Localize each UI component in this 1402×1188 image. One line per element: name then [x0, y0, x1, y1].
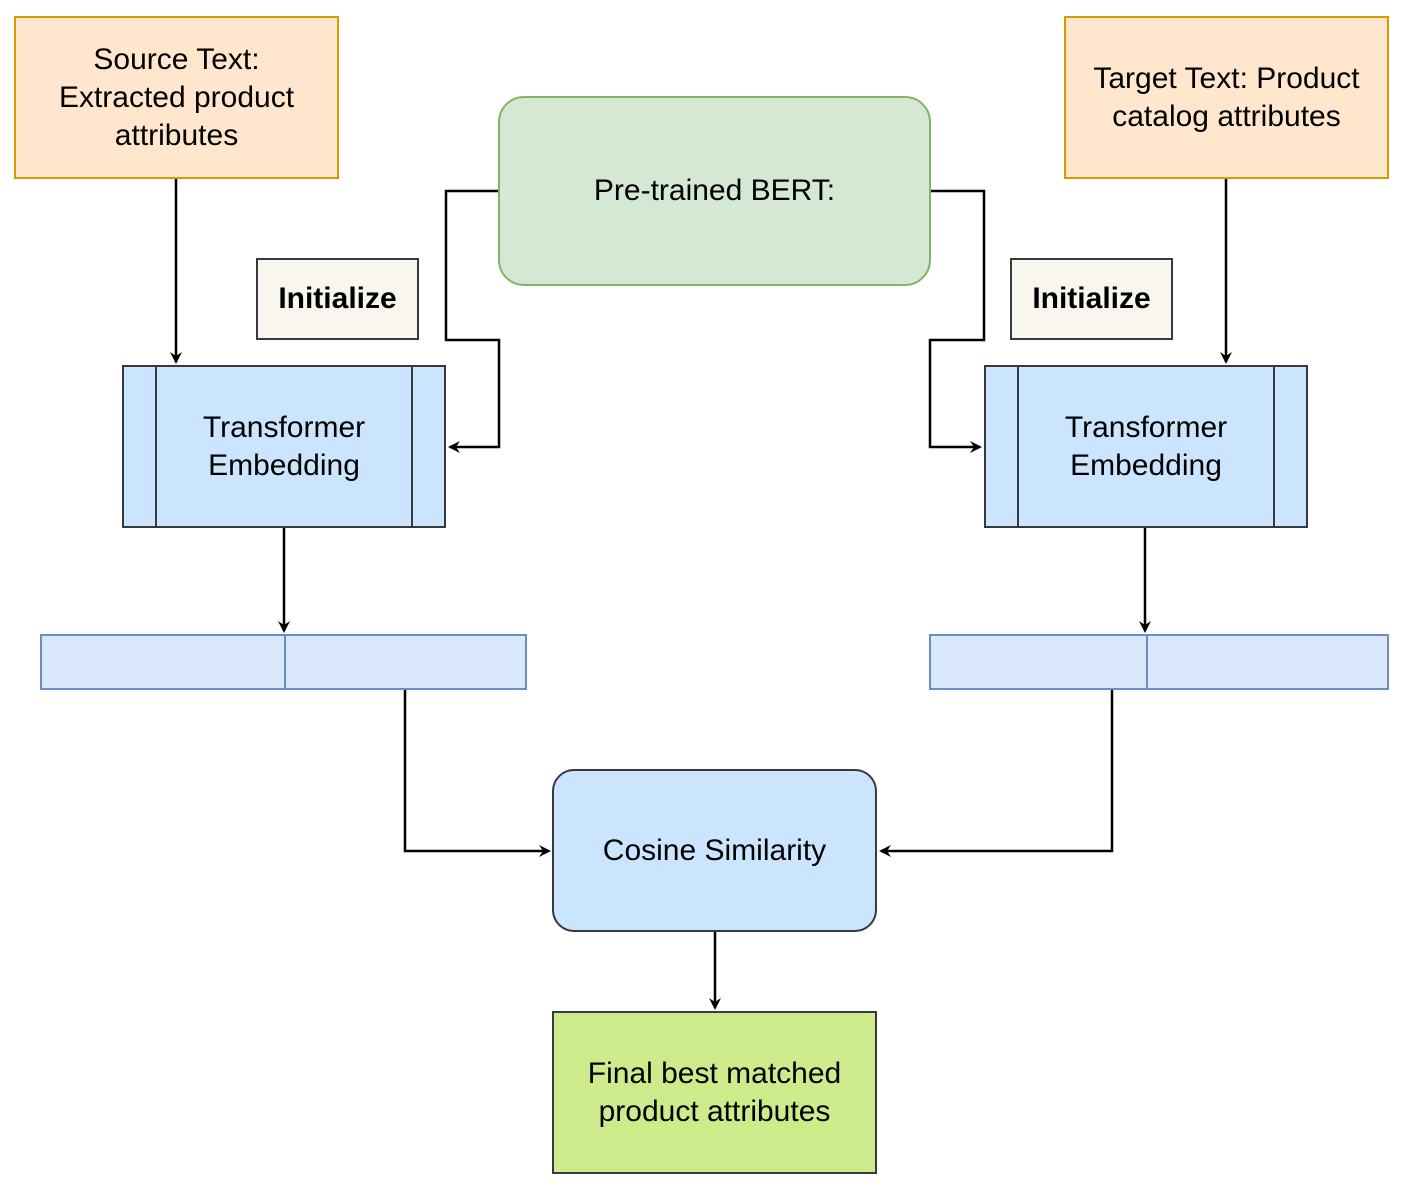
- final-output-node: Final best matched product attributes: [552, 1011, 877, 1174]
- process-bar-left: [1017, 367, 1019, 526]
- transformer-embedding-right-node: Transformer Embedding: [984, 365, 1308, 528]
- edge-vector-right-to-cosine: [879, 689, 1114, 857]
- source-text-label: Source Text: Extracted product attribute…: [58, 42, 295, 152]
- embedding-vector-left: [40, 634, 527, 690]
- initialize-right-label-box: Initialize: [1010, 258, 1173, 340]
- process-bar-right: [411, 367, 413, 526]
- pretrained-bert-node: Pre-trained BERT:: [498, 96, 931, 286]
- edge-bert-to-transformer-left: [444, 189, 501, 453]
- cosine-similarity-label: Cosine Similarity: [602, 833, 827, 867]
- target-text-label: Target Text: Product catalog attributes: [1093, 61, 1360, 133]
- process-bar-right: [1273, 367, 1275, 526]
- final-output-label: Final best matched product attributes: [587, 1056, 842, 1128]
- target-text-node: Target Text: Product catalog attributes: [1064, 16, 1389, 179]
- process-bar-left: [155, 367, 157, 526]
- transformer-left-label: Transformer Embedding: [202, 410, 366, 482]
- initialize-left-label: Initialize: [278, 282, 397, 315]
- vector-divider: [1146, 636, 1148, 688]
- transformer-right-label: Transformer Embedding: [1064, 410, 1228, 482]
- vector-divider: [284, 636, 286, 688]
- edge-bert-to-transformer-right: [928, 189, 986, 453]
- pretrained-bert-label: Pre-trained BERT:: [593, 174, 836, 207]
- edge-vector-left-to-cosine: [403, 689, 551, 857]
- initialize-left-label-box: Initialize: [256, 258, 419, 340]
- transformer-embedding-left-node: Transformer Embedding: [122, 365, 446, 528]
- source-text-node: Source Text: Extracted product attribute…: [14, 16, 339, 179]
- initialize-right-label: Initialize: [1032, 282, 1151, 315]
- cosine-similarity-node: Cosine Similarity: [552, 769, 877, 932]
- embedding-vector-right: [929, 634, 1389, 690]
